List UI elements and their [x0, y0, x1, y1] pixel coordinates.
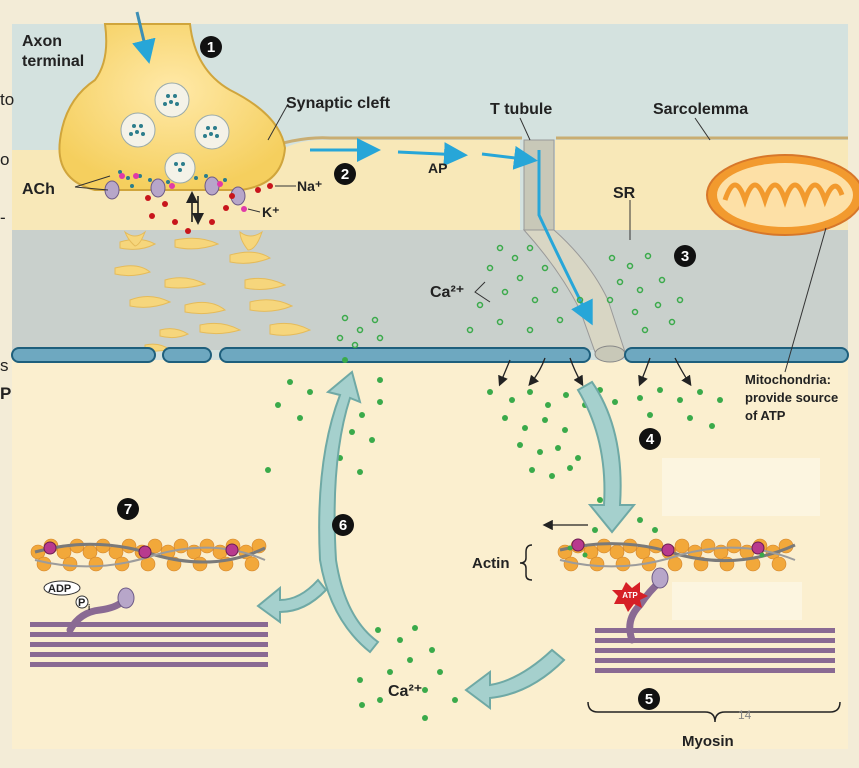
atp-burst-icon	[612, 582, 648, 612]
ca-release-arrows	[498, 357, 692, 531]
edge-text-fragment-5: P	[0, 384, 12, 403]
ca-upper-label: Ca²⁺	[430, 284, 464, 301]
step-5-marker	[638, 688, 660, 710]
atp-label: ATP	[622, 591, 638, 600]
adp-oval	[43, 580, 81, 596]
cycle-arrows	[256, 370, 637, 710]
k-ions	[119, 173, 247, 212]
edge-text-fragment-3: -	[0, 208, 6, 227]
diagram-labels: Axon terminal Synaptic cleft T tubule Sa…	[22, 33, 838, 750]
step-6-label: 6	[339, 517, 347, 534]
ca-ions-sr	[336, 244, 684, 349]
sarcomere-relaxed	[30, 538, 268, 667]
actin-bracket	[519, 544, 533, 581]
step-markers: 1 2 3 4 5 6 7	[117, 36, 696, 710]
leader-lines	[74, 103, 827, 373]
axon-terminal-label-line2: terminal	[22, 53, 84, 70]
ap-label: AP	[428, 160, 447, 176]
t-tubule-label: T tubule	[490, 101, 552, 118]
arrow-step-4	[576, 380, 637, 534]
step-5-label: 5	[645, 691, 653, 708]
mitochondrion	[706, 154, 859, 236]
step-6-marker	[332, 514, 354, 536]
step-7-label: 7	[124, 501, 132, 518]
mitochondria-label-line2: provide source	[745, 390, 838, 405]
sarcolemma-label: Sarcolemma	[653, 101, 748, 118]
ach-label: ACh	[22, 181, 55, 198]
mitochondria-label-line1: Mitochondria:	[745, 372, 831, 387]
ca-lower-label: Ca²⁺	[388, 683, 422, 700]
step-7-marker	[117, 498, 139, 520]
edge-text-fragment-4: s	[0, 356, 9, 375]
overlay-box-2	[672, 582, 802, 620]
na-label: Na⁺	[297, 178, 322, 194]
step-2-marker	[334, 163, 356, 185]
pi-subscript: i	[88, 603, 90, 612]
sarcomere-active	[557, 538, 835, 673]
sr-cisternae	[114, 230, 312, 353]
edge-text-fragment-1: to	[0, 90, 15, 109]
adp-label: ADP	[48, 583, 71, 595]
ion-flow-arrows	[186, 191, 204, 225]
step-1-marker	[200, 36, 222, 58]
actin-label: Actin	[472, 555, 510, 572]
sr-band	[12, 230, 848, 350]
arrow-step-6	[318, 370, 380, 654]
arrow-step-7	[256, 578, 328, 624]
na-ions	[145, 183, 273, 234]
k-label: K⁺	[262, 204, 280, 220]
sr-label: SR	[613, 185, 636, 202]
step-1-label: 1	[207, 39, 215, 56]
myosin-label: Myosin	[682, 733, 734, 750]
overlay-box-1	[662, 458, 820, 516]
ach-molecules	[118, 170, 227, 188]
step-3-marker	[674, 245, 696, 267]
axon-terminal	[58, 11, 287, 191]
synaptic-cleft-label: Synaptic cleft	[286, 95, 391, 112]
arrow-step-ca-reuptake	[464, 648, 566, 710]
step-4-marker	[639, 428, 661, 450]
edge-text-fragment-2: o	[0, 150, 10, 169]
step-3-label: 3	[681, 248, 689, 265]
pi-circle	[75, 595, 89, 609]
ca-ions-cytoplasm	[265, 357, 723, 721]
sr-membrane	[11, 347, 849, 363]
pi-label: P	[78, 597, 85, 609]
ap-propagation-arrows	[310, 138, 538, 170]
ach-receptors	[104, 176, 246, 206]
step-2-label: 2	[341, 166, 349, 183]
step-4-label: 4	[646, 431, 655, 448]
page-number: 14	[738, 708, 752, 722]
axon-terminal-label-line1: Axon	[22, 33, 62, 50]
mitochondria-label-line3: of ATP	[745, 408, 786, 423]
myosin-bracket	[587, 701, 841, 723]
